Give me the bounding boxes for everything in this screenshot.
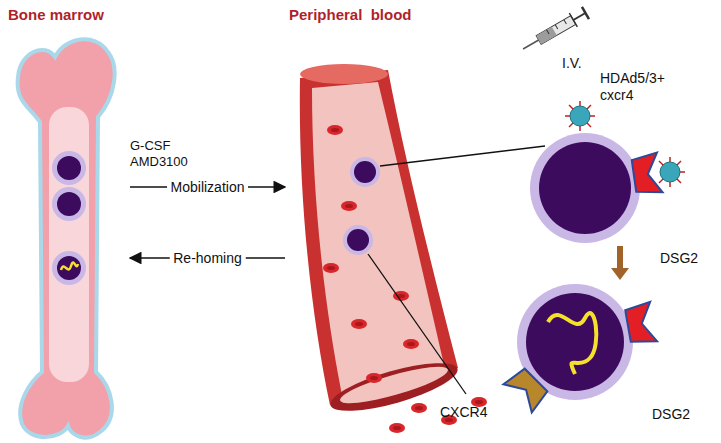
- blood-vessel: [300, 64, 487, 433]
- region-node: Bone marrow: [4, 4, 130, 438]
- annotation-label: DSG2: [660, 250, 698, 267]
- region-heading: Bone marrow: [4, 4, 108, 25]
- marrow-cell: [52, 151, 86, 285]
- bone: [18, 39, 115, 437]
- target-cell: [530, 133, 685, 243]
- region-node: Peripheral blood: [285, 4, 450, 404]
- annotation-label: G-CSF AMD3100: [130, 138, 196, 169]
- region-heading: Peripheral blood: [285, 4, 416, 25]
- edge-label: Mobilization: [167, 179, 249, 195]
- syringe: [519, 6, 589, 56]
- annotation-label: CXCR4: [440, 404, 487, 421]
- virus: [565, 101, 595, 131]
- annotation-label: DSG2: [652, 406, 690, 423]
- annotation-label: HDAd5/3+ cxcr4: [600, 70, 674, 104]
- annotation-label: I.V.: [562, 55, 582, 72]
- transduced-cell: [503, 284, 657, 413]
- edge-label: Re-homing: [169, 250, 245, 266]
